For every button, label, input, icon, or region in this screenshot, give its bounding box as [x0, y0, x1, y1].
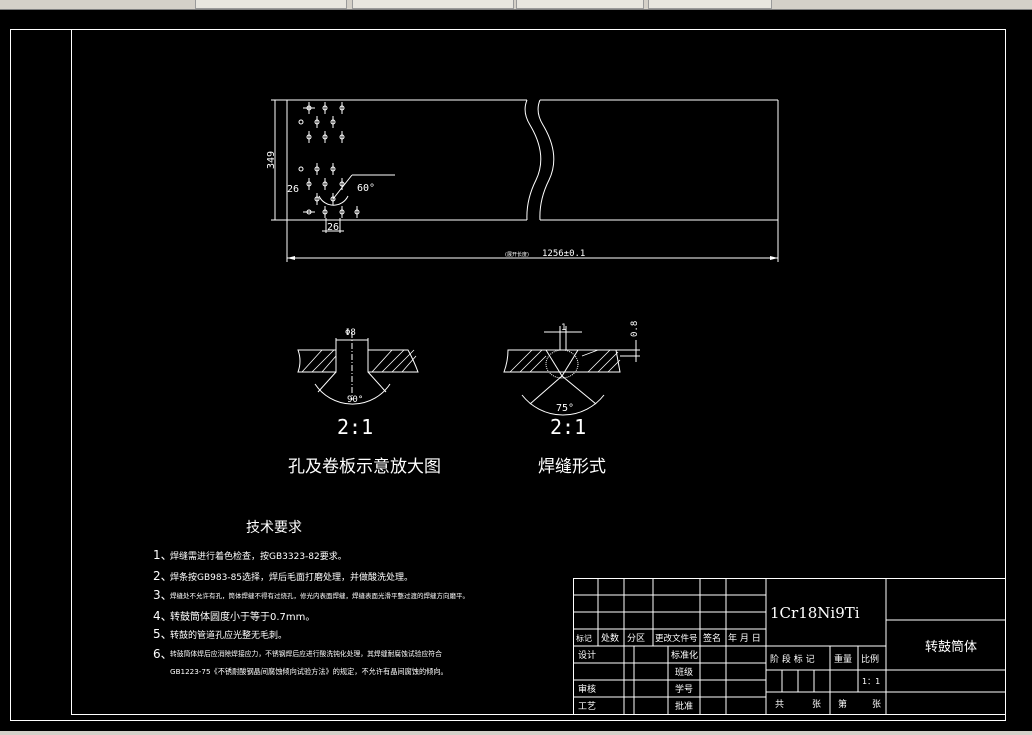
tech-item-3: 焊缝处不允许有孔，筒体焊缝不得有过烧孔，修光内表面焊缝，焊缝表面光滑平整过渡的焊…	[170, 591, 469, 600]
tech-item-2-num: 2、	[153, 569, 173, 583]
tb-header-count: 处数	[601, 632, 619, 644]
dim-length: 1256±0.1	[542, 249, 585, 259]
tb-sheet-unit: 张	[872, 699, 881, 710]
dim-left-offset: 26	[287, 184, 299, 195]
weld-detail-view: 1 0.8 75° 2:1 焊缝形式	[503, 321, 640, 477]
hole-caption: 孔及卷板示意放大图	[288, 457, 441, 477]
tb-header-sign: 签名	[703, 632, 721, 644]
dim-weld-angle: 75°	[556, 403, 574, 414]
dim-weld-gap: 1	[561, 323, 566, 333]
tb-header-zone: 分区	[627, 633, 645, 644]
tb-header-mark: 标记	[576, 633, 592, 643]
technical-requirements: 技术要求 1、 焊缝需进行着色检查，按GB3323-82要求。 2、 焊条按GB…	[153, 520, 469, 676]
tech-item-6-cont: GB1223-75《不锈耐酸钢晶间腐蚀倾向试验方法》的规定，不允许有晶间腐蚀的倾…	[170, 667, 448, 676]
tech-item-1-num: 1、	[153, 548, 173, 562]
tech-item-6: 转鼓筒体焊后应消除焊接应力，不锈钢焊后应进行酸洗钝化处理，其焊缝耐腐蚀试验应符合	[170, 649, 442, 658]
hole-detail-view: Φ8 90° 2:1 孔及卷板示意放大图	[288, 328, 441, 477]
hole-scale: 2:1	[337, 415, 373, 439]
tech-item-4-num: 4、	[153, 609, 173, 623]
dim-height: 349	[266, 151, 277, 169]
dim-weld-offset: 0.8	[630, 321, 640, 337]
dim-angle: 60°	[357, 183, 375, 194]
tech-item-1: 焊缝需进行着色检查，按GB3323-82要求。	[170, 550, 347, 562]
tech-item-5-num: 5、	[153, 627, 173, 641]
weld-scale: 2:1	[550, 415, 586, 439]
unrolled-shell-view: 349 26 60° 26 (展开长度) 1256±0.1	[266, 99, 779, 262]
tb-part-name: 转鼓筒体	[925, 639, 977, 655]
tb-row-review: 审核	[578, 683, 596, 695]
dim-bottom-offset: 26	[327, 222, 339, 233]
tb-weight-label: 重量	[834, 653, 852, 665]
tb-row-design: 设计	[578, 649, 596, 661]
title-block: 标记 处数 分区 更改文件号 签名 年 月 日 设计 审核 工艺 标准化 班级 …	[573, 578, 1006, 715]
tech-item-4: 转鼓筒体圆度小于等于0.7mm。	[170, 610, 315, 623]
toolbar-tab[interactable]	[352, 0, 514, 9]
tb-student-id: 学号	[675, 683, 693, 695]
dim-hole-angle: 90°	[347, 395, 363, 405]
tb-scale-value: 1：1	[862, 677, 880, 686]
dim-hole-diameter: Φ8	[345, 328, 356, 338]
toolbar-tab[interactable]	[516, 0, 644, 9]
tb-sheets-total: 共	[775, 699, 784, 710]
tech-item-6-num: 6、	[153, 647, 173, 661]
toolbar-tab[interactable]	[195, 0, 347, 9]
hole-pattern	[298, 102, 395, 218]
dim-length-prefix: (展开长度)	[505, 251, 529, 258]
weld-caption: 焊缝形式	[538, 457, 606, 477]
application-toolbar	[0, 0, 1032, 10]
tb-standardization: 标准化	[671, 649, 698, 661]
tb-material: 1Cr18Ni9Ti	[770, 604, 860, 622]
tb-class: 班级	[675, 666, 693, 678]
tb-stage-label: 阶 段 标 记	[770, 653, 815, 665]
tb-sheets-unit: 张	[812, 699, 821, 710]
tb-approval: 批准	[675, 700, 693, 712]
tb-sheet-number: 第	[838, 698, 847, 710]
tech-title: 技术要求	[246, 520, 302, 536]
toolbar-tab[interactable]	[648, 0, 772, 9]
tb-scale-label: 比例	[861, 653, 879, 665]
tb-row-process: 工艺	[578, 701, 596, 712]
tech-item-2: 焊条按GB983-85选择，焊后毛面打磨处理，并做酸洗处理。	[170, 571, 413, 583]
tb-header-doc: 更改文件号	[655, 633, 698, 644]
tech-item-5: 转鼓的管道孔应光整无毛刺。	[170, 629, 287, 641]
status-bar	[0, 731, 1032, 735]
tb-header-date: 年 月 日	[728, 632, 761, 644]
tech-item-3-num: 3、	[153, 588, 173, 602]
inner-frame	[71, 29, 1006, 715]
